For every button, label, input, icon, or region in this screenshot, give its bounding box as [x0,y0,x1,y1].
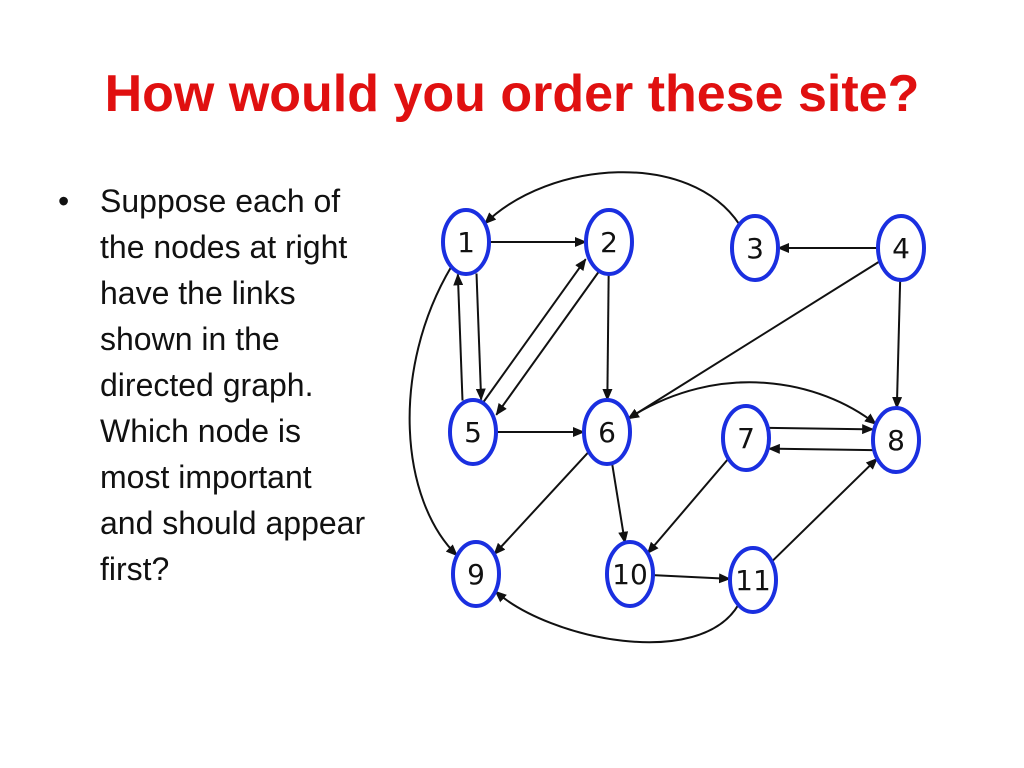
node-circle [730,214,780,282]
edge-1-to-9 [408,266,458,557]
edge-8-to-7 [767,443,873,454]
edge-6-to-10 [611,463,629,544]
node-label: 1 [457,226,475,259]
node-11: 11 [728,546,778,614]
edge-7-to-8 [769,424,875,435]
node-label: 5 [464,416,482,449]
edge-11-to-8 [771,457,878,563]
slide-title: How would you order these site? [104,65,920,123]
node-label: 8 [887,424,905,457]
edge-2-to-5 [495,269,601,416]
edge-2-to-6 [602,273,613,402]
node-4: 4 [876,214,926,282]
node-10: 10 [605,540,655,608]
bullet-text: Suppose each of the nodes at right have … [100,183,366,587]
node-circle [441,208,491,276]
edge-3-to-1 [484,171,741,226]
node-circle [448,398,498,466]
edge-5-to-2 [481,258,587,405]
node-label: 10 [612,558,648,591]
node-label: 4 [892,232,910,265]
edge-10-to-11 [652,573,732,584]
node-circle [605,540,655,608]
node-9: 9 [451,540,501,608]
node-label: 7 [737,422,755,455]
edges-layer [408,171,903,644]
node-3: 3 [730,214,780,282]
node-5: 5 [448,398,498,466]
edge-7-to-10 [646,457,730,555]
directed-graph: 1 2 3 4 5 6 7 8 9 10 11 [408,171,926,644]
edge-6-to-9 [493,450,590,556]
node-circle [728,546,778,614]
edge-4-to-6 [627,260,881,420]
node-label: 11 [735,564,771,597]
node-circle [582,398,632,466]
node-circle [451,540,501,608]
node-circle [584,208,634,276]
node-7: 7 [721,404,771,472]
edge-11-to-9 [494,590,740,644]
node-label: 9 [467,558,485,591]
node-label: 6 [598,416,616,449]
edge-5-to-1 [453,273,464,401]
node-circle [871,406,921,474]
node-2: 2 [584,208,634,276]
node-6: 6 [582,398,632,466]
node-circle [876,214,926,282]
node-1: 1 [441,208,491,276]
edge-4-to-8 [892,279,903,410]
nodes-layer: 1 2 3 4 5 6 7 8 9 10 11 [441,208,926,614]
node-label: 2 [600,226,618,259]
bullet-dot-icon: • [58,183,70,219]
edge-6-to-8 [627,381,877,425]
node-8: 8 [871,406,921,474]
edge-1-to-5 [475,273,486,401]
node-circle [721,404,771,472]
node-label: 3 [746,232,764,265]
